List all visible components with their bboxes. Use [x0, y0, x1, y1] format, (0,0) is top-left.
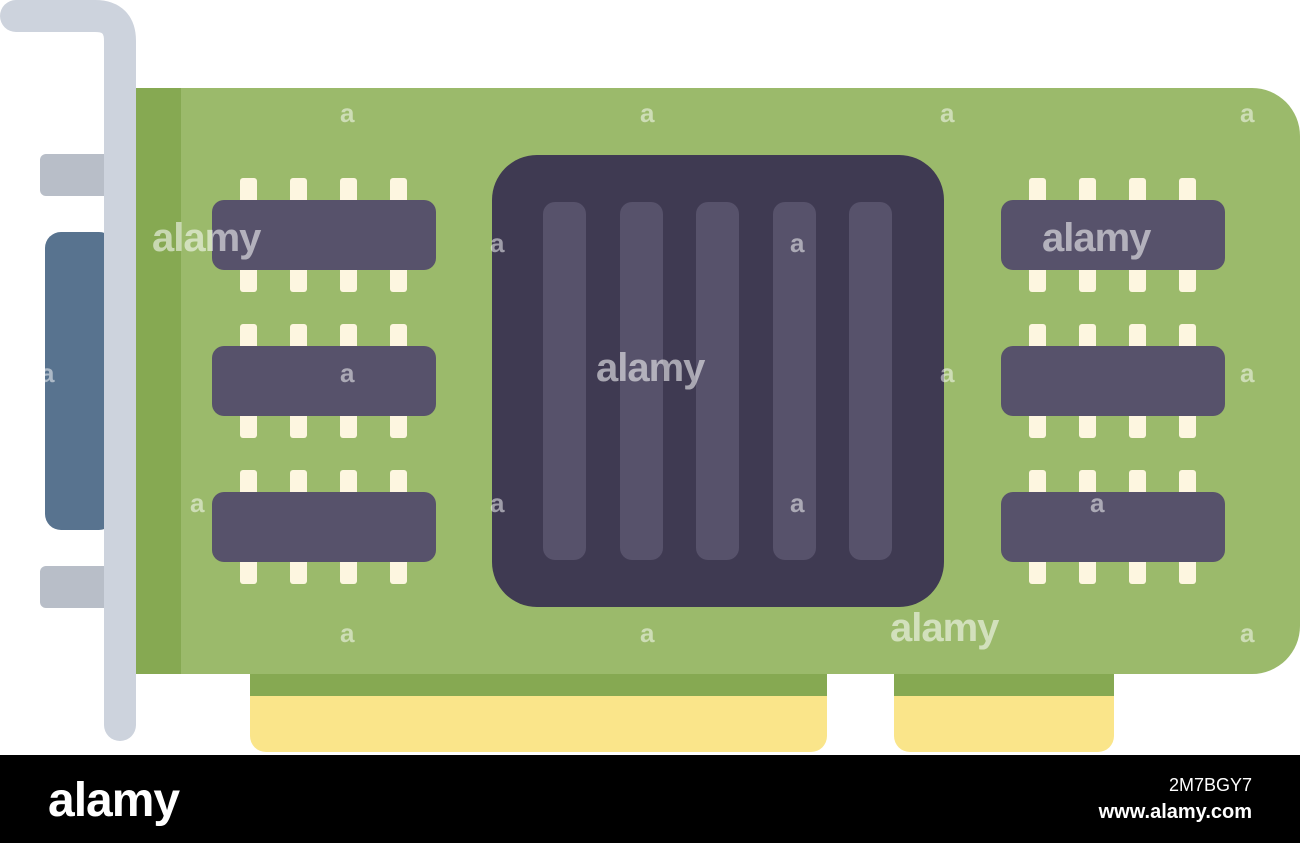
board-edge — [135, 88, 181, 674]
footer-url: www.alamy.com — [1098, 801, 1252, 823]
footer-logo: alamy — [48, 774, 180, 827]
bracket-tab-bottom — [40, 566, 112, 608]
memory-chip — [1001, 346, 1225, 416]
memory-chip — [212, 492, 436, 562]
memory-chip — [1001, 492, 1225, 562]
graphics-card-icon — [0, 0, 1300, 752]
image-id: 2M7BGY7 — [1168, 775, 1252, 795]
watermark-footer: alamy 2M7BGY7 www.alamy.com — [0, 755, 1300, 843]
mounting-bracket — [0, 0, 136, 741]
video-port — [45, 232, 115, 530]
memory-chips — [212, 178, 1225, 584]
pci-connector — [250, 672, 1114, 752]
heatsink-fins — [543, 202, 892, 560]
memory-chip — [212, 200, 436, 270]
memory-chip — [212, 346, 436, 416]
memory-chip — [1001, 200, 1225, 270]
bracket-tab-top — [40, 154, 112, 196]
